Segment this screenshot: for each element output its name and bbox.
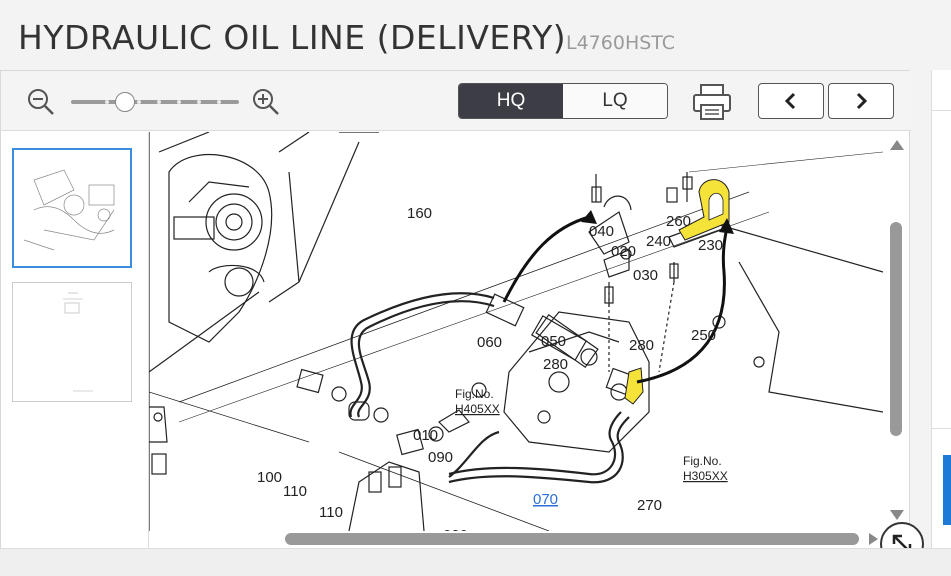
thumbnail-drawing <box>23 169 115 251</box>
part-label-060[interactable]: 060 <box>477 334 502 351</box>
scroll-right-icon[interactable] <box>869 533 878 545</box>
side-panel-accent[interactable] <box>943 455 951 525</box>
quality-toggle: HQ LQ <box>458 83 668 119</box>
part-label-260[interactable]: 260 <box>666 213 691 230</box>
part-label-020[interactable]: 020 <box>611 243 636 260</box>
part-label-110-right[interactable]: 110 <box>319 504 343 521</box>
printer-icon[interactable] <box>691 83 733 121</box>
vertical-scroll-thumb[interactable] <box>890 222 902 436</box>
diagram-viewer: HQ LQ <box>0 70 911 549</box>
slider-tick <box>137 100 141 104</box>
zoom-slider-track <box>71 100 239 104</box>
scroll-up-icon[interactable] <box>890 140 904 150</box>
fig-ref-right-line1: Fig.No. <box>683 454 722 468</box>
zoom-slider-thumb[interactable] <box>115 92 136 112</box>
zoom-in-icon[interactable] <box>252 88 280 116</box>
lq-button[interactable]: LQ <box>563 84 667 118</box>
fig-ref-left-line1: Fig.No. <box>455 387 494 401</box>
arrow-to-020 <box>502 215 590 303</box>
part-label-240[interactable]: 240 <box>646 233 671 250</box>
chevron-left-icon <box>784 92 796 110</box>
zoom-out-icon[interactable] <box>27 88 55 116</box>
part-label-100[interactable]: 100 <box>257 469 282 486</box>
part-label-050[interactable]: 050 <box>541 333 566 350</box>
slider-tick <box>217 100 221 104</box>
bottom-bar <box>0 548 951 576</box>
panel-divider <box>932 110 951 111</box>
diagram-canvas: 160 040 020 030 240 260 230 250 280 050 … <box>149 132 883 531</box>
slider-tick <box>157 100 161 104</box>
slider-tick <box>105 100 109 104</box>
previous-button[interactable] <box>758 83 824 119</box>
arrow-head <box>581 210 597 224</box>
horizontal-scroll-thumb[interactable] <box>285 533 859 545</box>
part-label-160[interactable]: 160 <box>407 205 432 222</box>
side-panel <box>931 70 951 548</box>
horizontal-scrollbar[interactable] <box>149 531 885 548</box>
slider-tick <box>197 100 201 104</box>
parts-diagram[interactable]: 160 040 020 030 240 260 230 250 280 050 … <box>149 132 883 531</box>
part-label-010[interactable]: 010 <box>413 427 438 444</box>
part-label-090-upper[interactable]: 090 <box>428 449 453 466</box>
fig-ref-left-line2[interactable]: H405XX <box>455 402 500 416</box>
part-label-230[interactable]: 230 <box>698 237 723 254</box>
part-label-090-lower[interactable]: 090 <box>443 527 468 531</box>
scroll-down-icon[interactable] <box>890 510 904 520</box>
fig-ref-right-line2[interactable]: H305XX <box>683 469 728 483</box>
model-code: L4760HSTC <box>566 32 676 54</box>
vertical-scrollbar[interactable] <box>885 132 909 531</box>
chevron-right-icon <box>856 92 868 110</box>
highlighted-part-270[interactable] <box>624 367 644 405</box>
part-label-040[interactable]: 040 <box>589 223 614 240</box>
part-label-280-upper[interactable]: 280 <box>629 337 654 354</box>
slider-tick <box>177 100 181 104</box>
part-label-030[interactable]: 030 <box>633 267 658 284</box>
thumbnail-drawing <box>63 292 93 392</box>
part-label-280-lower[interactable]: 280 <box>543 356 568 373</box>
zoom-slider[interactable] <box>71 91 239 113</box>
panel-divider <box>932 428 951 429</box>
hq-button[interactable]: HQ <box>459 84 563 118</box>
page-title: HYDRAULIC OIL LINE (DELIVERY) <box>18 18 567 57</box>
arrow-to-230 <box>636 226 729 384</box>
part-label-070-selected[interactable]: 070 <box>533 491 558 508</box>
thumbnail-page-1[interactable] <box>12 148 132 268</box>
thumbnail-page-2[interactable] <box>12 282 132 402</box>
part-label-270[interactable]: 270 <box>637 497 662 514</box>
highlighted-part-230[interactable] <box>678 179 730 241</box>
arrow-head <box>719 218 734 234</box>
part-label-250[interactable]: 250 <box>691 327 716 344</box>
part-label-110-left[interactable]: 110 <box>283 483 307 500</box>
page-header: HYDRAULIC OIL LINE (DELIVERY) L4760HSTC <box>0 0 951 70</box>
next-button[interactable] <box>828 83 894 119</box>
thumbnail-panel <box>1 132 149 549</box>
viewer-toolbar: HQ LQ <box>1 71 911 131</box>
